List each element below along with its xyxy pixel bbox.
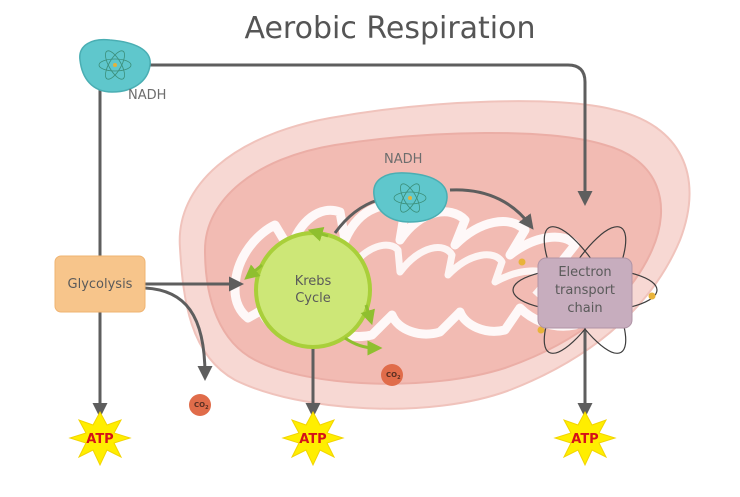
- line-krebs-to-nadh: [333, 198, 379, 234]
- nadh-molecule-mid: [373, 172, 448, 223]
- krebs-cycle: [244, 227, 383, 356]
- star-burst-icon: [281, 410, 345, 467]
- co2-right-label: CO2: [386, 371, 401, 381]
- diagram-title: Aerobic Respiration: [244, 11, 535, 46]
- nadh-molecule-top: [79, 38, 151, 93]
- electron-transport-chain: [512, 226, 658, 354]
- arrow-nadh-to-etc: [148, 63, 593, 206]
- krebs-circle: [254, 231, 372, 349]
- atp-star-left: [68, 410, 132, 467]
- etc-label-line2: transport: [555, 283, 615, 298]
- mitochondrion: [178, 100, 691, 410]
- star-burst-icon: [553, 410, 617, 467]
- co2-left-label: CO2: [194, 401, 209, 411]
- atp-right-label: ATP: [571, 432, 598, 447]
- nadh-top-label: NADH: [128, 88, 166, 103]
- krebs-label-line2: Cycle: [295, 291, 331, 306]
- etc-label-line1: Electron: [558, 265, 611, 280]
- etc-label-line3: chain: [567, 301, 602, 316]
- pathway-arrows: [92, 63, 593, 418]
- star-burst-icon: [68, 410, 132, 467]
- glycolysis-box: [54, 255, 146, 313]
- co2-bubble-right: [381, 364, 403, 386]
- atp-star-right: [553, 410, 617, 467]
- etc-box: [537, 257, 633, 329]
- atom-icon: [393, 183, 427, 213]
- atom-icon: [98, 50, 132, 80]
- atp-star-center: [281, 410, 345, 467]
- krebs-label-line1: Krebs: [295, 274, 332, 289]
- atp-left-label: ATP: [86, 432, 113, 447]
- circular-arrow-icon: [244, 227, 383, 356]
- arrow-nadh-mid-to-etc: [449, 188, 534, 230]
- atp-center-label: ATP: [299, 432, 326, 447]
- arrow-glycolysis-to-co2: [144, 286, 213, 381]
- nadh-mid-label: NADH: [384, 152, 422, 167]
- co2-bubble-left: [189, 394, 211, 416]
- glycolysis-label: Glycolysis: [68, 277, 133, 292]
